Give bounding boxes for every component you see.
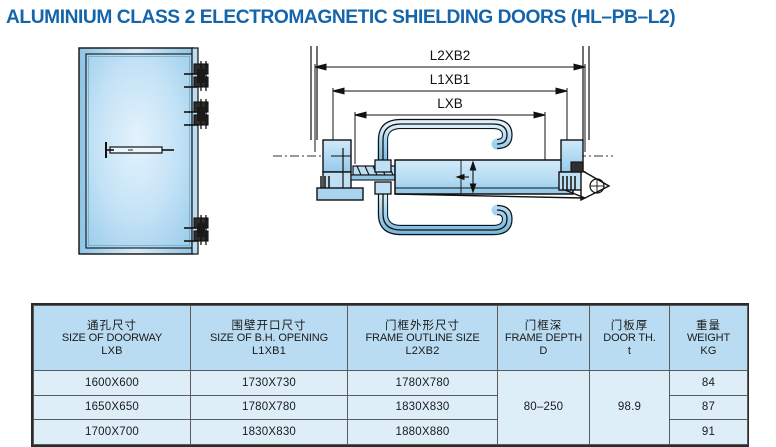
header-symbol: D [539, 345, 548, 357]
door-panel-reveal [88, 56, 190, 246]
header-en: SIZE OF B.H. OPENING [209, 331, 329, 344]
cell-opening: 1730X730 [190, 370, 348, 396]
header-weight: 重量 WEIGHT KG [669, 305, 748, 371]
page-title: ALUMINIUM CLASS 2 ELECTROMAGNETIC SHIELD… [6, 6, 676, 28]
cell-weight: 91 [669, 419, 748, 445]
latch-hatching [562, 176, 576, 190]
handle-collar-upper [374, 159, 392, 173]
table-row: 1650X650 1780X780 1830X830 87 [33, 394, 748, 420]
handle-tube-upper [377, 118, 513, 166]
door-closing-edge [191, 47, 199, 255]
header-en: DOOR TH. [603, 331, 656, 344]
specification-table: 通孔尺寸 SIZE OF DOORWAY LXB 围壁开口尺寸 SIZE OF … [31, 303, 749, 447]
header-en: WEIGHT [686, 331, 731, 344]
header-cn: 重量 [696, 317, 721, 332]
header-cn: 门板厚 [610, 317, 649, 332]
latch-block [570, 161, 584, 173]
door-horizontal-section-view: L2XB2 L1XB1 LXB [273, 46, 613, 236]
drawing-area: L2XB2 L1XB1 LXB [0, 36, 776, 294]
table-row: 1700X700 1830X830 1880X880 91 [33, 419, 748, 445]
cell-outline: 1880X880 [347, 419, 498, 445]
cell-opening: 1780X780 [190, 394, 348, 420]
header-symbol: t [627, 345, 632, 357]
table-row: 1600X600 1730X730 1780X780 80–250 98.9 8… [33, 370, 748, 445]
hinge-upper-middle [184, 99, 209, 129]
header-symbol: L1XB1 [251, 345, 287, 357]
dimension-group: L2XB2 L1XB1 LXB [314, 48, 586, 164]
cell-doorway: 1650X650 [33, 394, 191, 420]
cell-door-thickness: 98.9 [589, 370, 670, 445]
header-en: FRAME DEPTH [504, 331, 583, 344]
cell-opening: 1830X830 [190, 419, 348, 445]
door-handle [105, 142, 174, 158]
header-symbol: LXB [101, 345, 123, 357]
header-cn: 门框外形尺寸 [385, 317, 460, 332]
dimension-label-l1xb1: L1XB1 [430, 72, 471, 87]
cell-frame-depth: 80–250 [497, 370, 590, 445]
header-symbol: KG [700, 345, 717, 357]
header-frame-depth: 门框深 FRAME DEPTH D [497, 305, 590, 371]
header-door-thickness: 门板厚 DOOR TH. t [589, 305, 670, 371]
dimension-bh-opening: L1XB1 [332, 72, 568, 95]
dimension-label-lxb: LXB [437, 96, 463, 111]
cell-weight: 87 [669, 394, 748, 420]
hinge-bottom [184, 215, 209, 245]
header-size-of-bh-opening: 围壁开口尺寸 SIZE OF B.H. OPENING L1XB1 [190, 305, 348, 371]
cell-weight: 84 [669, 370, 748, 396]
door-thickness-dimension [455, 160, 477, 194]
door-leaf-section [394, 159, 574, 195]
cell-outline: 1780X780 [347, 370, 498, 396]
header-size-of-doorway: 通孔尺寸 SIZE OF DOORWAY LXB [33, 305, 191, 371]
door-elevation-view [78, 47, 209, 255]
header-cn: 门框深 [524, 317, 563, 332]
wall-stub-lines [310, 46, 590, 140]
cell-doorway: 1600X600 [33, 370, 191, 396]
handle-tube-lower [377, 188, 513, 236]
dimension-doorway: LXB [354, 96, 546, 119]
header-en: FRAME OUTLINE SIZE [365, 331, 480, 344]
header-cn: 通孔尺寸 [87, 317, 137, 332]
header-symbol: L2XB2 [405, 345, 440, 357]
table-header-row: 通孔尺寸 SIZE OF DOORWAY LXB 围壁开口尺寸 SIZE OF … [33, 305, 748, 371]
header-cn: 围壁开口尺寸 [231, 317, 307, 332]
header-frame-outline-size: 门框外形尺寸 FRAME OUTLINE SIZE L2XB2 [347, 305, 498, 371]
header-en: SIZE OF DOORWAY [61, 331, 163, 344]
cell-doorway: 1700X700 [33, 419, 191, 445]
hinge-top [184, 61, 209, 91]
frame-jamb-left [316, 139, 364, 201]
cell-outline: 1830X830 [347, 394, 498, 420]
dimension-frame-outline: L2XB2 [314, 48, 586, 71]
latch-wedge [580, 168, 611, 202]
frame-jamb-right [394, 139, 611, 202]
handle-collar-lower [374, 181, 392, 195]
dimension-label-l2xb2: L2XB2 [430, 48, 471, 63]
